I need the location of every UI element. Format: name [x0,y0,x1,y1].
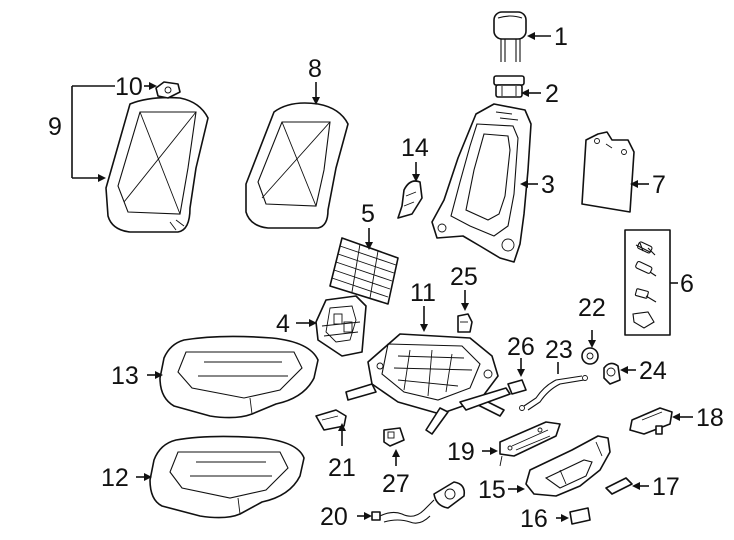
callout-24-label: 24 [639,357,667,385]
callout-4-label: 4 [276,310,290,338]
callout-2: 2 [521,80,559,108]
callout-26: 26 [507,333,535,377]
callout-25-label: 25 [450,263,478,291]
bracket-part [457,313,473,333]
callout-10-label: 10 [115,73,143,101]
track-cover-part [629,407,673,435]
headrest-guide-part [493,75,525,98]
seat-cushion-cover-part [159,335,319,419]
callout-1: 1 [527,23,568,51]
recliner-knob-part [603,362,621,385]
callout-2-label: 2 [545,80,559,108]
callout-20-label: 20 [320,503,348,531]
callout-17: 17 [632,473,680,501]
callout-18-label: 18 [696,404,724,432]
callout-7-label: 7 [652,171,666,199]
small-cap-part [569,507,591,525]
callout-15: 15 [478,476,525,504]
callout-9: 9 [48,85,115,182]
cable-part [519,375,588,411]
headrest-bezel-part [155,81,181,99]
seatback-frame-part [431,103,532,263]
callout-10: 10 [115,73,157,101]
callout-13-label: 13 [111,362,139,390]
track-end-cover-part [315,409,347,431]
seat-frame-part [345,333,511,435]
trim-cap-part [605,477,633,495]
callout-6-label: 6 [680,270,694,298]
callout-3-label: 3 [541,171,555,199]
fastener-kit-part [624,229,671,336]
callout-21-label: 21 [328,454,356,482]
callout-27-label: 27 [382,470,410,498]
callout-5: 5 [361,200,375,250]
seatback-cushion-part [245,102,349,229]
callout-3: 3 [520,171,555,199]
outer-side-shield-part [525,435,611,497]
callout-25: 25 [450,263,478,311]
callout-1-label: 1 [554,23,568,51]
clip-part [507,379,527,395]
callout-17-label: 17 [652,473,680,501]
connector-part [383,427,405,447]
callout-19: 19 [447,438,498,466]
callout-24: 24 [620,357,667,385]
callout-12: 12 [101,464,152,492]
callout-23-label: 23 [545,336,573,364]
callout-19-label: 19 [447,438,475,466]
inner-shield-part [499,421,561,467]
callout-22-label: 22 [578,294,606,322]
callout-21: 21 [328,423,356,482]
callout-11-label: 11 [410,279,436,307]
wire-harness-part [371,481,466,524]
callout-5-label: 5 [361,200,375,228]
callout-13: 13 [111,362,163,390]
callout-14-label: 14 [401,134,429,162]
callout-20: 20 [320,503,372,531]
callout-22: 22 [578,294,606,348]
lumbar-support-part [315,295,367,357]
callout-26-label: 26 [507,333,535,361]
callout-8-label: 8 [308,55,322,83]
callout-8: 8 [308,55,322,105]
callout-18: 18 [672,404,724,432]
callout-11: 11 [410,279,436,332]
callout-4: 4 [276,310,317,338]
callout-15-label: 15 [478,476,506,504]
side-trim-part [397,180,423,219]
callout-16: 16 [520,505,569,533]
seat-cushion-pad-part [149,435,305,519]
back-panel-part [581,131,635,213]
callout-6: 6 [670,270,694,298]
knob-part [581,347,599,365]
callout-27: 27 [382,449,410,498]
headrest-part [493,11,527,62]
seatback-cover-part [105,96,209,233]
callout-12-label: 12 [101,464,129,492]
callout-14: 14 [401,134,429,182]
callout-9-label: 9 [48,113,62,141]
callout-23: 23 [545,336,573,374]
seatback-spring-mat-part [329,237,399,305]
callout-16-label: 16 [520,505,548,533]
callout-7: 7 [630,171,666,199]
